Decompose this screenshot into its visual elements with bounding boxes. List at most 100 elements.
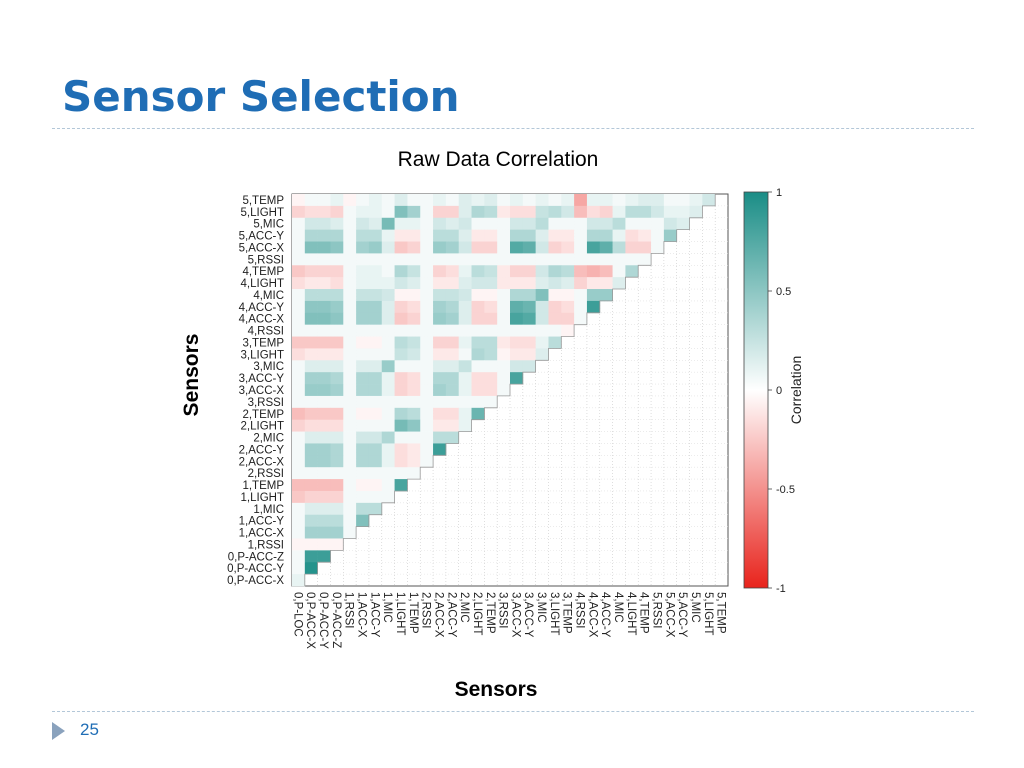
heatmap-cell <box>458 229 472 242</box>
heatmap-cell <box>292 455 306 468</box>
heatmap-cell <box>522 277 536 290</box>
heatmap-cell <box>394 194 408 207</box>
heatmap-cell <box>471 217 485 230</box>
heatmap-cell <box>458 253 472 266</box>
heatmap-cell <box>420 300 434 314</box>
heatmap-cell <box>433 336 447 349</box>
heatmap-cell <box>317 479 331 492</box>
heatmap-cell <box>574 229 588 242</box>
heatmap-cell <box>304 336 318 349</box>
heatmap-cell <box>304 431 318 444</box>
heatmap-cell <box>420 431 434 444</box>
x-tick-label: 3,LIGHT <box>548 592 560 635</box>
heatmap-cell <box>317 419 331 432</box>
heatmap-cell <box>522 205 536 219</box>
heatmap-cell <box>304 253 318 266</box>
heatmap-cell <box>368 395 383 409</box>
heatmap-cell <box>612 265 626 278</box>
heatmap-cell <box>317 289 331 302</box>
heatmap-cell <box>548 336 562 349</box>
heatmap-cell <box>356 443 370 456</box>
heatmap-cell <box>407 324 421 337</box>
heatmap-cell <box>343 455 357 468</box>
y-tick-label: 3,LIGHT <box>241 349 284 361</box>
heatmap-cell <box>458 277 472 290</box>
heatmap-cell <box>535 324 549 337</box>
heatmap-cell <box>586 300 601 314</box>
heatmap-cell <box>420 348 434 361</box>
heatmap-cell <box>292 229 306 242</box>
heatmap-cell <box>317 443 331 456</box>
heatmap-cell <box>574 205 588 219</box>
heatmap-cell <box>368 300 383 314</box>
heatmap-cell <box>612 217 626 230</box>
heatmap-cell <box>343 265 357 278</box>
heatmap-cell <box>317 300 331 314</box>
heatmap-cell <box>368 419 383 432</box>
heatmap-cell <box>330 300 344 314</box>
heatmap-cell <box>368 312 383 325</box>
x-axis-label: Sensors <box>455 678 538 701</box>
heatmap-cell <box>433 265 447 278</box>
heatmap-cell <box>394 407 408 420</box>
heatmap-cell <box>420 455 434 468</box>
heatmap-cell <box>484 217 498 230</box>
heatmap-cell <box>548 205 562 219</box>
heatmap-cell <box>510 253 524 266</box>
heatmap-cell <box>510 324 524 337</box>
y-tick-label: 5,ACC-Y <box>239 231 285 243</box>
heatmap-cell <box>381 324 395 337</box>
heatmap-cell <box>522 194 536 207</box>
heatmap-cell <box>574 217 588 230</box>
heatmap-cell <box>356 395 370 409</box>
heatmap-cell <box>407 384 421 397</box>
heatmap-cell <box>574 289 588 302</box>
x-tick-label: 1,ACC-X <box>356 592 368 638</box>
heatmap-cell <box>535 194 549 207</box>
heatmap-cell <box>497 217 511 230</box>
heatmap-cell <box>292 490 306 504</box>
heatmap-cell <box>394 312 408 325</box>
heatmap-cell <box>458 360 472 373</box>
heatmap-cell <box>471 289 485 302</box>
heatmap-cell <box>625 241 639 254</box>
heatmap-cell <box>433 289 447 302</box>
heatmap-cell <box>368 194 383 207</box>
heatmap-cell <box>317 312 331 325</box>
heatmap-cell <box>317 253 331 266</box>
x-tick-label: 0,P-LOC <box>291 592 303 637</box>
heatmap-cell <box>535 241 549 254</box>
heatmap-cell <box>381 431 395 444</box>
heatmap-cell <box>304 241 318 254</box>
heatmap-cell <box>292 550 306 563</box>
x-tick-label: 5,LIGHT <box>702 592 714 635</box>
heatmap-plot-area <box>291 193 729 587</box>
y-tick-label: 3,RSSI <box>248 397 284 409</box>
heatmap-cell <box>343 514 357 527</box>
heatmap-cell <box>420 384 434 397</box>
heatmap-cell <box>638 241 652 254</box>
heatmap-cell <box>445 289 459 302</box>
heatmap-cell <box>433 217 447 230</box>
heatmap-cell <box>433 360 447 373</box>
heatmap-cell <box>535 265 549 278</box>
heatmap-cell <box>356 265 370 278</box>
heatmap-cell <box>317 372 331 385</box>
heatmap-cell <box>292 360 306 373</box>
colorbar-tick-label: -0.5 <box>776 484 795 496</box>
heatmap-cell <box>458 324 472 337</box>
x-tick-label: 1,MIC <box>381 592 393 623</box>
heatmap-cell <box>420 241 434 254</box>
heatmap-cell <box>343 384 357 397</box>
heatmap-cell <box>420 253 434 266</box>
heatmap-cell <box>317 490 331 504</box>
heatmap-cell <box>292 384 306 397</box>
heatmap-cell <box>381 360 395 373</box>
heatmap-cell <box>343 395 357 409</box>
x-tick-label: 1,RSSI <box>343 592 355 628</box>
heatmap-cell <box>356 467 370 480</box>
heatmap-cell <box>510 205 524 219</box>
heatmap-cell <box>433 419 447 432</box>
heatmap-cell <box>445 217 459 230</box>
heatmap-cell <box>368 217 383 230</box>
